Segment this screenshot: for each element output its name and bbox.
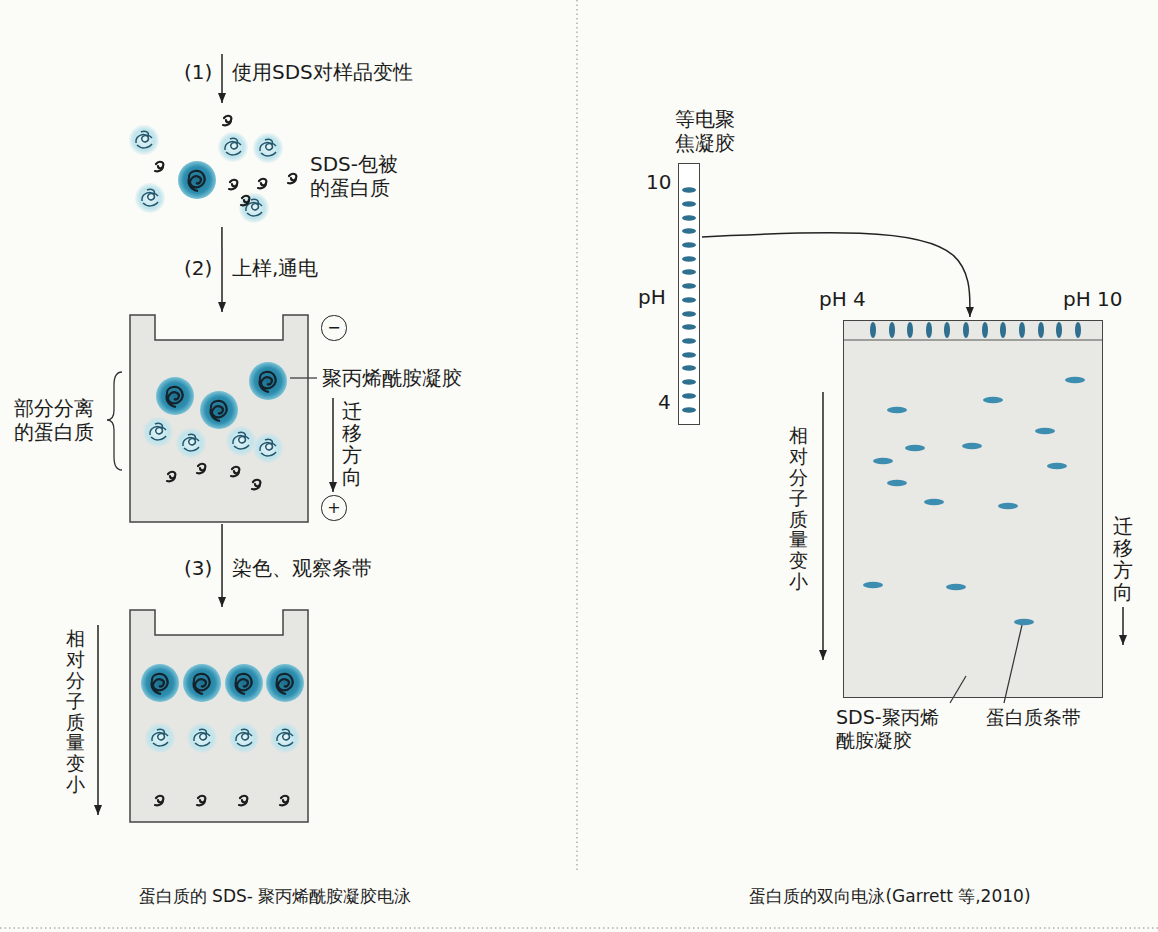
callout-label-holder: SDS-聚丙烯酰胺凝胶 — [836, 706, 946, 752]
minus-sign: − — [327, 318, 340, 337]
stained-gel: 相对分子质量变小 — [130, 610, 308, 822]
strip-label-holder: 等电聚焦凝胶 — [673, 107, 737, 155]
step-number-holder: (3) — [184, 556, 212, 580]
step-arrow — [221, 227, 223, 312]
ph-label: pH 4 — [819, 287, 866, 311]
step-number: (1) — [184, 60, 212, 84]
axis-label: 相对分子质量变小 — [66, 628, 85, 795]
figure-caption: 蛋白质的 SDS- 聚丙烯酰胺凝胶电泳 — [40, 886, 510, 906]
step-number-holder: (1) — [184, 60, 212, 84]
group-label: 部分分离 的蛋白质 — [14, 396, 102, 444]
figure-caption-holder: 蛋白质的双向电泳(Garrett 等,2010) — [640, 886, 1140, 906]
gel-tank: 聚丙烯酰胺凝胶 — [130, 315, 308, 522]
direction-label: 迁移方向 — [342, 400, 362, 488]
step-label: 染色、观察条带 — [232, 556, 372, 580]
ph-label-holder: pH 10 — [1063, 287, 1123, 311]
figure-caption-holder: 蛋白质的 SDS- 聚丙烯酰胺凝胶电泳 — [40, 886, 510, 906]
axis-label-holder: 相对分子质量变小 — [789, 425, 808, 592]
ief-strip: 等电聚焦凝胶 — [678, 163, 700, 425]
gel-label-holder: 聚丙烯酰胺凝胶 — [322, 366, 462, 390]
ph-value: 10 — [646, 170, 671, 194]
cathode-sign: − — [321, 315, 346, 340]
sds-gel: pH 4pH 10 — [843, 320, 1103, 698]
tank-outline-path — [130, 610, 308, 822]
step-number-holder: (2) — [184, 256, 212, 280]
step-arrow — [221, 524, 223, 607]
ph-value-holder: 4 — [658, 390, 671, 414]
step-number: (2) — [184, 256, 212, 280]
tank-outline — [130, 610, 308, 822]
direction-label: 迁移方向 — [1113, 515, 1133, 603]
edge-label-holder: 染色、观察条带 — [232, 556, 372, 580]
group-label-holder: 部分分离 的蛋白质 — [14, 396, 102, 444]
transfer-arrow — [702, 233, 970, 317]
sample-label: SDS-包被 的蛋白质 — [310, 152, 410, 200]
strip-label: 等电聚焦凝胶 — [673, 107, 737, 155]
direction-label-holder: 迁移方向 — [342, 400, 362, 488]
axis-label-holder: 相对分子质量变小 — [66, 628, 85, 795]
ph-value: 4 — [658, 390, 671, 414]
edge-label-holder: 上样,通电 — [232, 256, 318, 280]
minus-sign-holder: − — [322, 316, 345, 339]
tank-outline — [130, 315, 308, 522]
direction-label-holder: 迁移方向 — [1113, 515, 1133, 603]
ph-label: pH 10 — [1063, 287, 1123, 311]
axis-label: pH — [638, 285, 666, 309]
gel-label: 聚丙烯酰胺凝胶 — [322, 366, 462, 390]
plus-sign: + — [327, 498, 340, 517]
step-number: (3) — [184, 556, 212, 580]
plus-sign-holder: + — [322, 496, 345, 519]
ph-label-holder: pH 4 — [819, 287, 866, 311]
ph-value-holder: 10 — [646, 170, 671, 194]
axis-label-holder: pH — [638, 285, 666, 309]
step-label-holder: 使用SDS对样品变性 — [232, 60, 413, 84]
callout-label: SDS-聚丙烯酰胺凝胶 — [836, 706, 946, 752]
sample-label-holder: SDS-包被 的蛋白质 — [310, 152, 410, 200]
anode-sign: + — [321, 495, 346, 520]
protein-sample: SDS-包被 的蛋白质 — [128, 113, 308, 225]
callout-label-holder: 蛋白质条带 — [986, 706, 1081, 729]
axis-label: 相对分子质量变小 — [789, 425, 808, 592]
tank-outline-path — [130, 315, 308, 522]
step-label: 使用SDS对样品变性 — [232, 60, 413, 84]
figure-caption: 蛋白质的双向电泳(Garrett 等,2010) — [640, 886, 1140, 906]
step-label: 上样,通电 — [232, 256, 318, 280]
callout-label: 蛋白质条带 — [986, 706, 1081, 729]
